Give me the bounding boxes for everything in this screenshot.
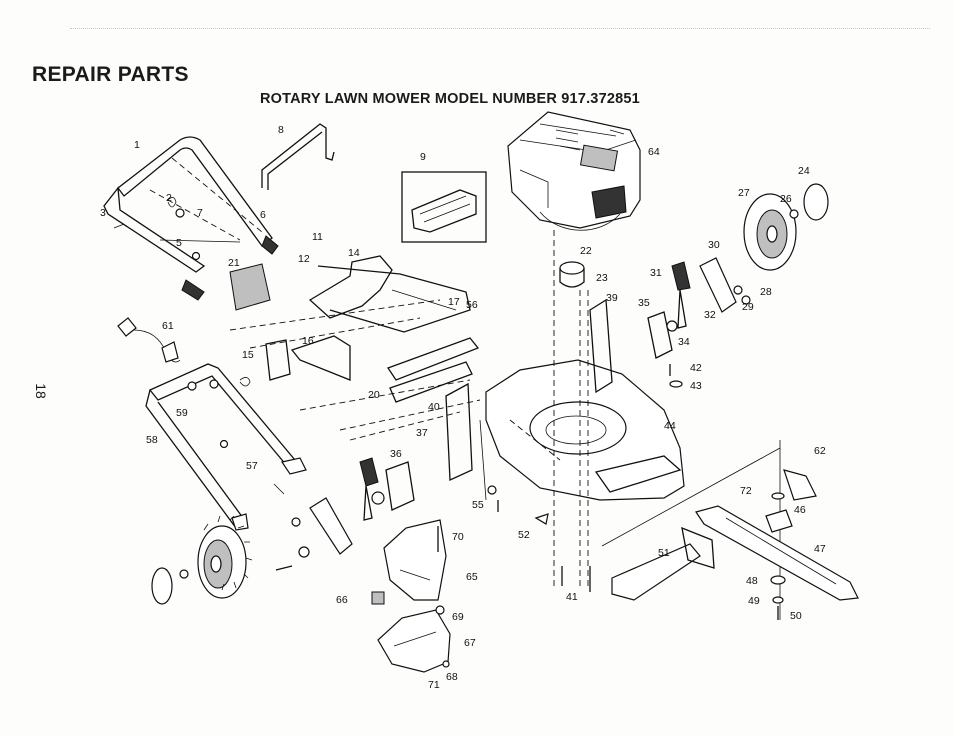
handle-hardware <box>113 197 201 261</box>
diagram-title: ROTARY LAWN MOWER MODEL NUMBER 917.37285… <box>260 91 640 107</box>
callout-34: 34 <box>678 336 690 348</box>
callout-21: 21 <box>228 257 240 269</box>
callout-6: 6 <box>260 209 266 221</box>
side-bracket <box>349 382 487 501</box>
callout-2: 2 <box>166 192 172 204</box>
engine <box>507 111 641 231</box>
callout-labels: 1 2 3 5 6 7 8 9 11 12 14 15 16 17 20 21 … <box>100 124 826 691</box>
callout-48: 48 <box>746 575 758 587</box>
callout-69: 69 <box>452 611 464 623</box>
callout-52: 52 <box>518 529 530 541</box>
misc-bolts <box>435 364 683 668</box>
callout-41: 41 <box>566 591 578 603</box>
rear-axle-bracket-left <box>275 457 415 571</box>
callout-15: 15 <box>242 349 254 361</box>
lower-handle <box>145 363 307 531</box>
callout-57: 57 <box>246 460 258 472</box>
cutting-blade <box>695 469 859 620</box>
callout-43: 43 <box>690 380 702 392</box>
callout-67: 67 <box>464 637 476 649</box>
callout-68: 68 <box>446 671 458 683</box>
upper-handle <box>103 136 273 273</box>
assembly-lines <box>553 230 781 620</box>
callout-47: 47 <box>814 543 826 555</box>
callout-70: 70 <box>452 531 464 543</box>
callout-9: 9 <box>420 151 426 163</box>
mulching-plates <box>611 526 715 601</box>
callout-32: 32 <box>704 309 716 321</box>
callout-17: 17 <box>448 296 460 308</box>
callout-55: 55 <box>472 499 484 511</box>
callout-36: 36 <box>390 448 402 460</box>
callout-1: 1 <box>134 139 140 151</box>
callout-26: 26 <box>780 193 792 205</box>
rear-wheel-right <box>743 183 829 271</box>
blade-adapter <box>559 261 585 288</box>
rear-frame <box>229 255 481 431</box>
rear-wheel-left <box>151 515 253 605</box>
callout-46: 46 <box>794 504 806 516</box>
callout-11: 11 <box>312 231 323 243</box>
callout-71: 71 <box>428 679 440 691</box>
callout-8: 8 <box>278 124 284 136</box>
callout-30: 30 <box>708 239 720 251</box>
callout-5: 5 <box>176 237 182 249</box>
callout-56: 56 <box>466 299 478 311</box>
callout-49: 49 <box>748 595 760 607</box>
callout-20: 20 <box>368 389 380 401</box>
callout-50: 50 <box>790 610 802 622</box>
callout-58: 58 <box>146 434 158 446</box>
callout-35: 35 <box>638 297 650 309</box>
callout-39: 39 <box>606 292 618 304</box>
grass-bag <box>229 263 271 311</box>
callout-44: 44 <box>664 420 676 432</box>
callout-40: 40 <box>428 401 440 413</box>
discharge-chute <box>371 519 451 673</box>
mower-deck <box>485 359 685 501</box>
callout-22: 22 <box>580 245 592 257</box>
callout-31: 31 <box>650 267 662 279</box>
callout-16: 16 <box>302 335 314 347</box>
callout-66: 66 <box>336 594 348 606</box>
callout-29: 29 <box>742 301 754 313</box>
callout-42: 42 <box>690 362 702 374</box>
callout-7: 7 <box>197 207 203 219</box>
callout-61: 61 <box>162 320 174 332</box>
callout-3: 3 <box>100 207 106 219</box>
handle-knobs <box>181 235 279 301</box>
handle-bracket <box>261 123 335 190</box>
callout-28: 28 <box>760 286 772 298</box>
top-rule <box>70 28 930 29</box>
callout-37: 37 <box>416 427 428 439</box>
callout-27: 27 <box>738 187 750 199</box>
inset-box-9 <box>401 171 487 243</box>
callout-12: 12 <box>298 253 310 265</box>
cable-plug <box>117 317 181 363</box>
rear-axle-bracket-right <box>589 257 751 394</box>
callout-14: 14 <box>348 247 360 259</box>
callout-23: 23 <box>596 272 608 284</box>
callout-51: 51 <box>658 547 670 559</box>
callout-62: 62 <box>814 445 826 457</box>
callout-72: 72 <box>740 485 752 497</box>
callout-59: 59 <box>176 407 188 419</box>
callout-24: 24 <box>798 165 810 177</box>
callout-65: 65 <box>466 571 478 583</box>
callout-64: 64 <box>648 146 660 158</box>
section-title: REPAIR PARTS <box>32 63 189 86</box>
